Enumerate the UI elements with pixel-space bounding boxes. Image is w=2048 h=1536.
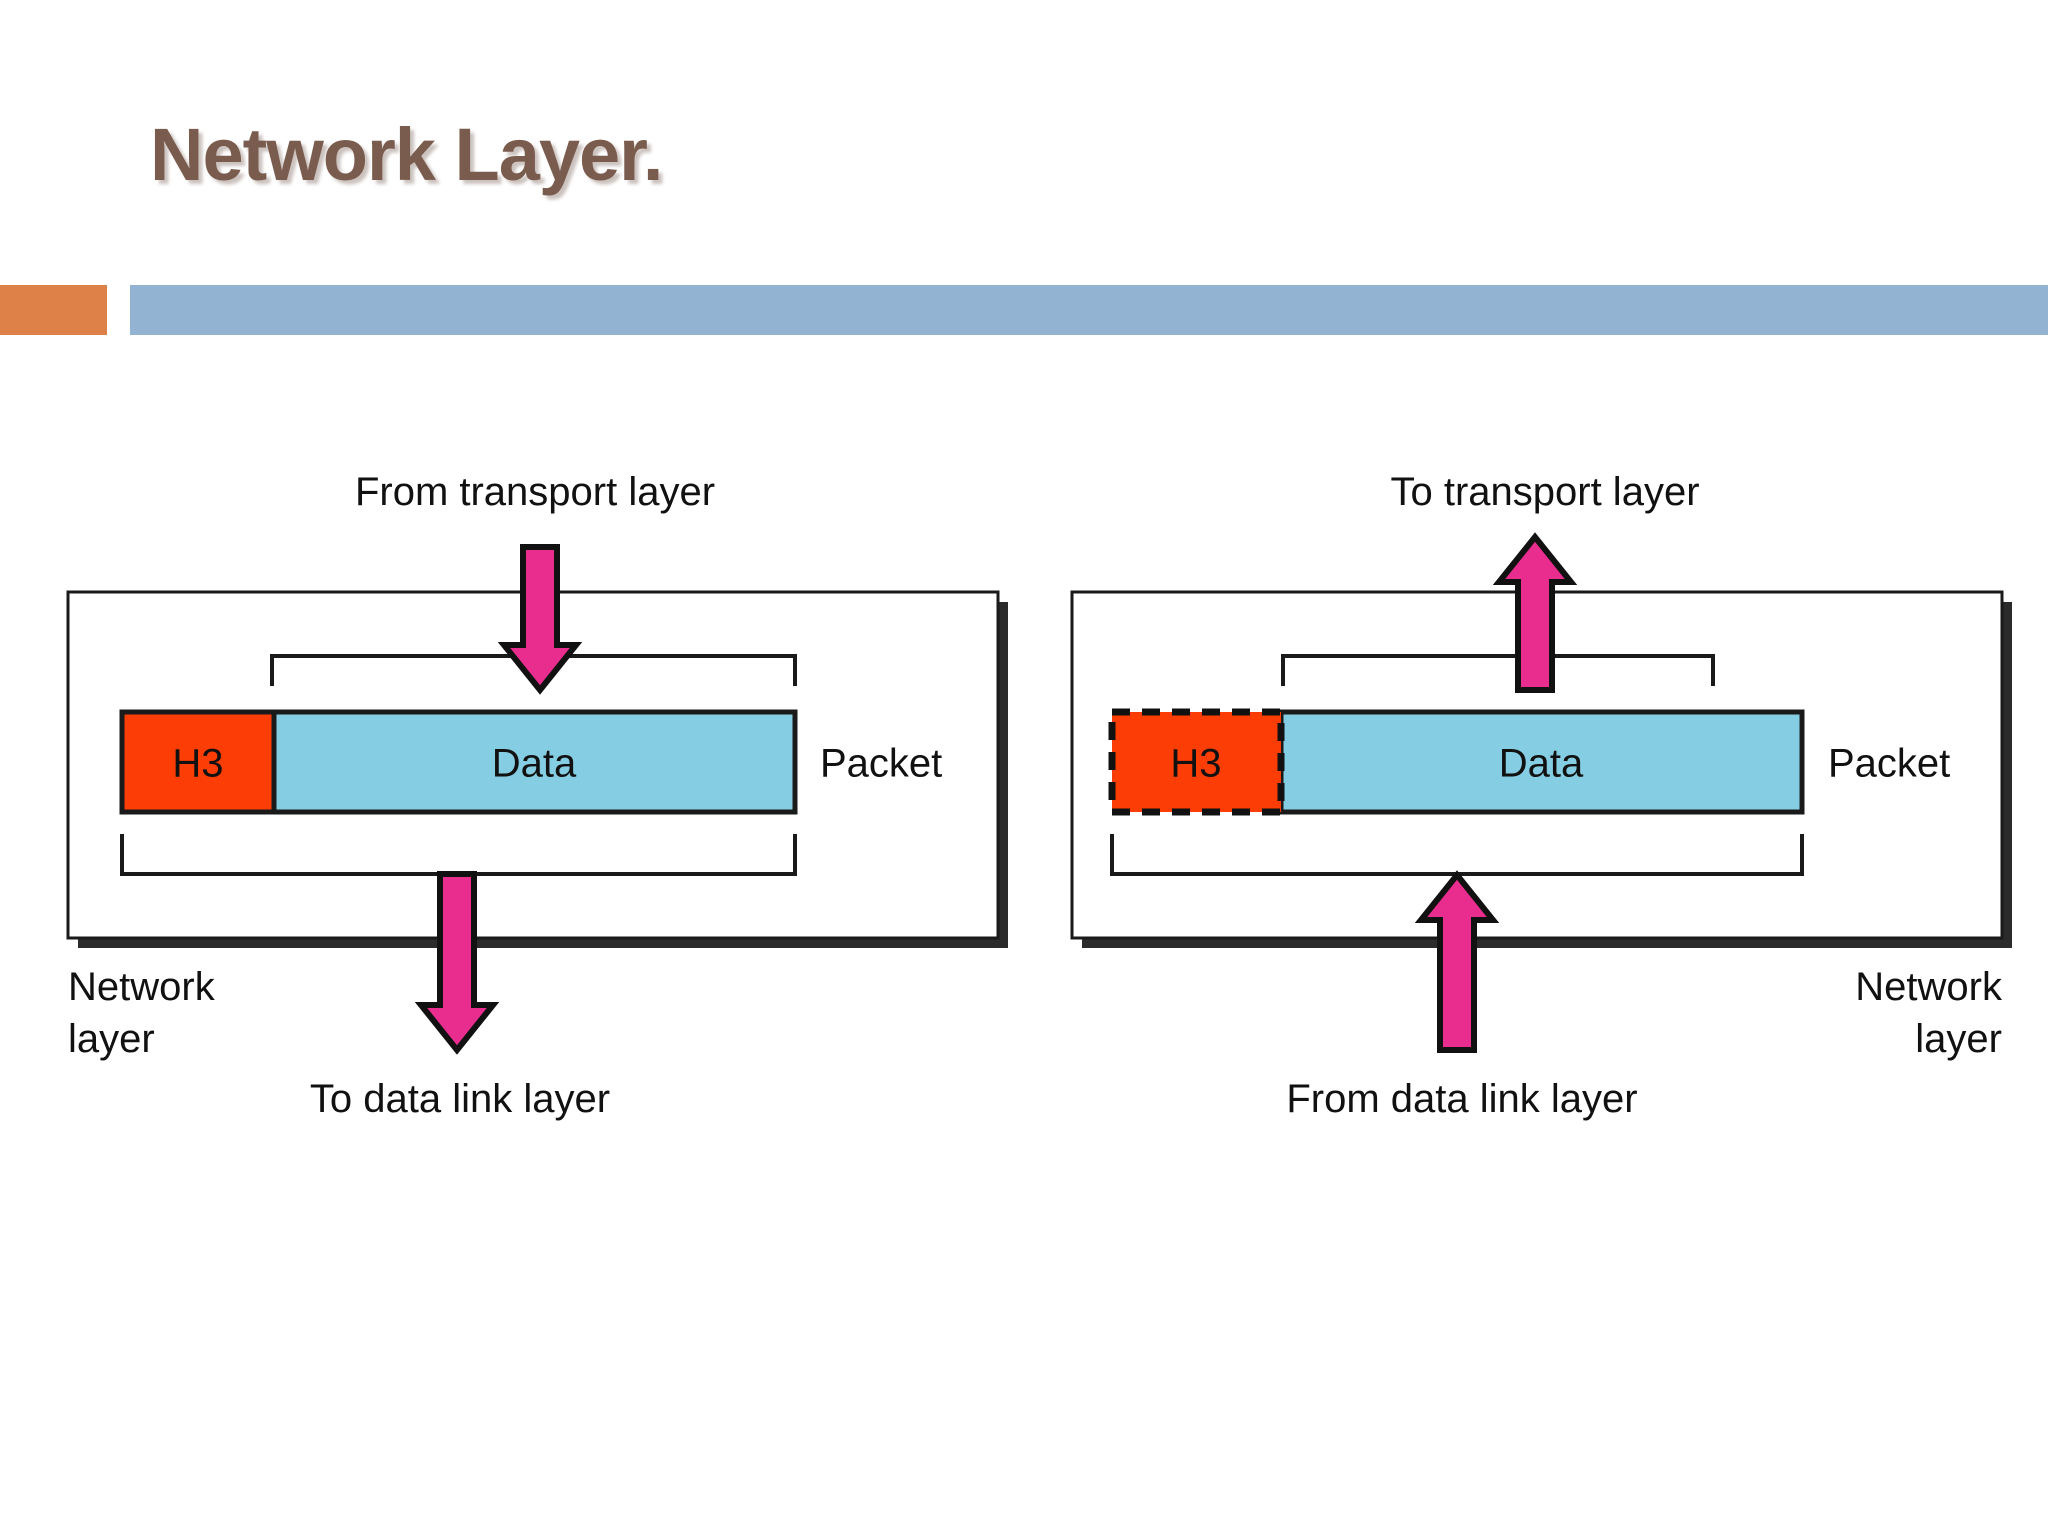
sender-layer-label-line2: layer (68, 1017, 155, 1061)
receiver-layer-label-line1: Network (1855, 965, 2003, 1009)
sender-packet-label: Packet (820, 742, 942, 786)
title-rule-accent (0, 285, 107, 335)
receiver-header-label: H3 (1170, 742, 1221, 786)
panel-sender: From transport layer H3 Data Packet Netw… (66, 470, 1008, 1121)
panel-receiver: To transport layer H3 Data Packet Networ… (1070, 470, 2012, 1121)
receiver-data-label: Data (1499, 742, 1584, 786)
sender-panel-shadow (78, 602, 1008, 948)
receiver-bottom-label: From data link layer (1286, 1077, 1637, 1121)
receiver-panel-box (1070, 590, 2004, 940)
sender-lower-bracket (120, 834, 797, 876)
receiver-top-arrow-up-icon (1492, 532, 1578, 693)
receiver-packet-label: Packet (1828, 742, 1950, 786)
sender-top-arrow-down-icon (497, 544, 583, 695)
sender-top-label: From transport layer (355, 470, 715, 514)
sender-header-label: H3 (172, 742, 223, 786)
receiver-bottom-arrow-up-icon (1414, 870, 1500, 1053)
sender-bottom-label: To data link layer (310, 1077, 610, 1121)
sender-data-label: Data (492, 742, 577, 786)
receiver-top-label: To transport layer (1390, 470, 1699, 514)
receiver-header-cell (1108, 708, 1285, 816)
receiver-panel-shadow (1082, 602, 2012, 948)
sender-upper-bracket (270, 654, 797, 686)
receiver-data-cell (1278, 709, 1805, 815)
receiver-upper-bracket (1281, 654, 1715, 686)
sender-data-cell (271, 709, 798, 815)
receiver-lower-bracket (1110, 834, 1804, 876)
sender-bottom-arrow-down-icon (414, 871, 500, 1055)
sender-header-cell (119, 709, 277, 815)
receiver-layer-label-line2: layer (1915, 1017, 2002, 1061)
title-rule-bar (130, 285, 2048, 335)
page-title: Network Layer. (150, 113, 663, 196)
sender-panel-box (66, 590, 1000, 940)
sender-layer-label-line1: Network (68, 965, 216, 1009)
